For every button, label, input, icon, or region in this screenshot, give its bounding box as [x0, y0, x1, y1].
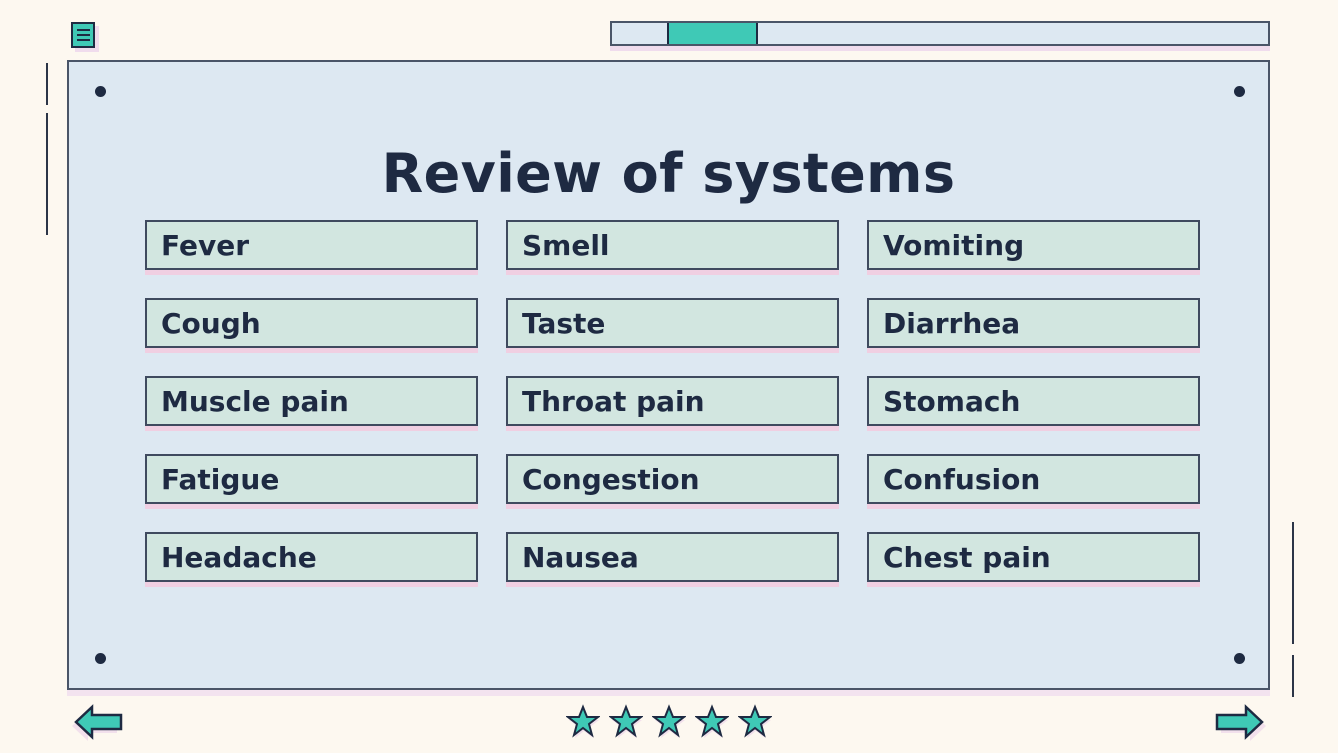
symptom-option-smell[interactable]: Smell: [506, 220, 839, 270]
next-button[interactable]: [1213, 703, 1269, 741]
symptom-option-taste[interactable]: Taste: [506, 298, 839, 348]
slide-card: Review of systems Fever Smell Vomiting C…: [67, 60, 1270, 690]
corner-dot-top-right: [1234, 86, 1245, 97]
symptom-grid: Fever Smell Vomiting Cough Taste Diarrhe…: [145, 220, 1200, 582]
symptom-option-chest-pain[interactable]: Chest pain: [867, 532, 1200, 582]
symptom-option-throat-pain[interactable]: Throat pain: [506, 376, 839, 426]
corner-dot-bottom-right: [1234, 653, 1245, 664]
symptom-option-fatigue[interactable]: Fatigue: [145, 454, 478, 504]
symptom-option-congestion[interactable]: Congestion: [506, 454, 839, 504]
corner-dot-bottom-left: [95, 653, 106, 664]
arrow-left-icon: [72, 704, 123, 741]
symptom-option-headache[interactable]: Headache: [145, 532, 478, 582]
arrow-right-icon: [1215, 704, 1266, 741]
decorative-rule-left-bottom: [46, 113, 48, 235]
star-icon[interactable]: [566, 704, 600, 738]
rating-stars[interactable]: [0, 704, 1338, 738]
previous-button[interactable]: [69, 703, 125, 741]
decorative-rule-right-bottom: [1292, 655, 1294, 697]
page-title: Review of systems: [381, 142, 956, 205]
hamburger-menu-icon-line-2: [76, 34, 90, 36]
symptom-option-confusion[interactable]: Confusion: [867, 454, 1200, 504]
progress-bar[interactable]: [610, 21, 1270, 46]
decorative-rule-right-top: [1292, 522, 1294, 644]
symptom-option-fever[interactable]: Fever: [145, 220, 478, 270]
symptom-option-vomiting[interactable]: Vomiting: [867, 220, 1200, 270]
symptom-option-muscle-pain[interactable]: Muscle pain: [145, 376, 478, 426]
hamburger-menu-icon-line-1: [76, 29, 90, 31]
decorative-rule-left-top: [46, 63, 48, 105]
hamburger-menu-icon-line-3: [76, 39, 90, 41]
star-icon[interactable]: [652, 704, 686, 738]
hamburger-menu-button[interactable]: [71, 22, 95, 48]
symptom-option-cough[interactable]: Cough: [145, 298, 478, 348]
symptom-option-nausea[interactable]: Nausea: [506, 532, 839, 582]
corner-dot-top-left: [95, 86, 106, 97]
star-icon[interactable]: [738, 704, 772, 738]
symptom-option-stomach[interactable]: Stomach: [867, 376, 1200, 426]
progress-bar-fill: [666, 23, 759, 44]
symptom-option-diarrhea[interactable]: Diarrhea: [867, 298, 1200, 348]
star-icon[interactable]: [695, 704, 729, 738]
star-icon[interactable]: [609, 704, 643, 738]
